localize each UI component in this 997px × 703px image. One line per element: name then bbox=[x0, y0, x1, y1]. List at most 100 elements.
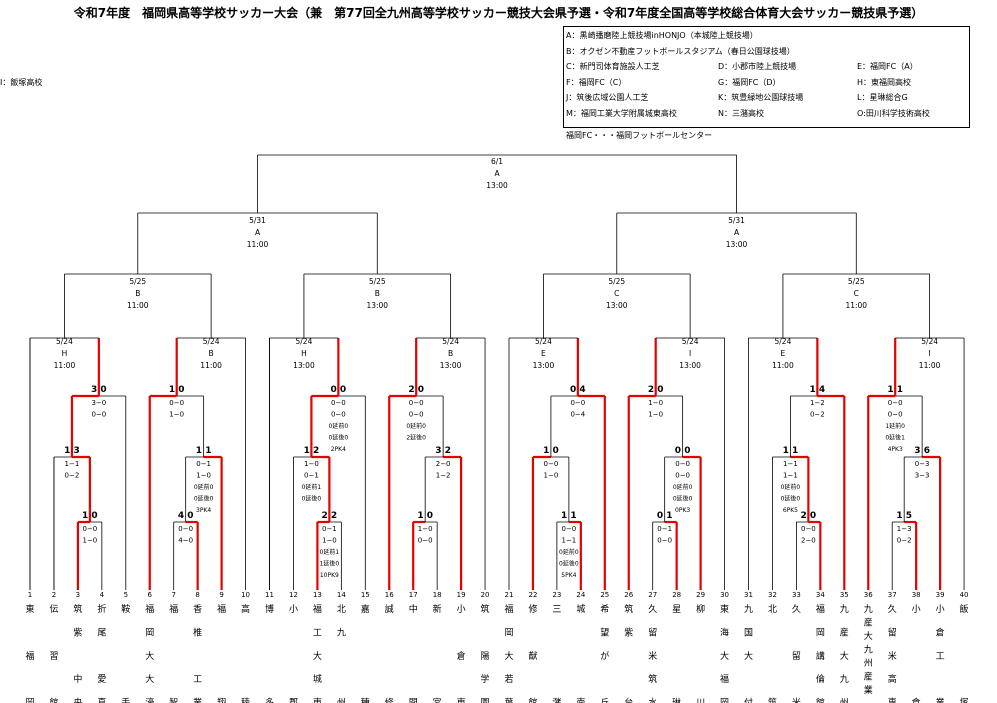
team-name-char: 北 bbox=[337, 604, 346, 615]
team-number: 35 bbox=[840, 591, 849, 599]
match-detail: 0−0 bbox=[169, 399, 184, 407]
team-name-char: 福 bbox=[720, 673, 729, 685]
team-name-char: 筑 bbox=[624, 603, 633, 615]
match-venue: I bbox=[929, 349, 931, 358]
match-detail: 1−0 bbox=[418, 525, 433, 533]
team-name-char: 希 bbox=[600, 603, 609, 615]
team-name-char: 折 bbox=[97, 603, 106, 615]
team-name-char: 福 bbox=[504, 603, 513, 615]
team-number: 10 bbox=[241, 591, 250, 599]
team-name-char: 大 bbox=[145, 673, 154, 685]
team-name-char: 産 bbox=[840, 626, 849, 638]
match-detail: 1−0 bbox=[82, 537, 97, 545]
venue-entry: A：黒崎播磨陸上競技場inHONJO（本城陸上競技場） bbox=[566, 31, 758, 40]
match-time: 11:00 bbox=[845, 301, 867, 310]
team-name-char: 福 bbox=[25, 650, 34, 662]
team-name-char: 工 bbox=[193, 675, 202, 685]
match-detail: 0延前1 bbox=[302, 483, 322, 491]
team-name-char: 久 bbox=[792, 603, 801, 615]
match-time: 13:00 bbox=[679, 361, 701, 370]
team-name-char: 望 bbox=[600, 626, 609, 638]
team-name-char: 筑 bbox=[481, 603, 490, 615]
team-name-char: 館 bbox=[49, 697, 58, 703]
team-name-char: 葉 bbox=[504, 697, 513, 703]
match-detail: 0−0 bbox=[544, 460, 559, 468]
team-name-char: 高 bbox=[241, 603, 250, 615]
team-name-char: 館 bbox=[528, 697, 537, 703]
team-name-char: 飯 bbox=[960, 603, 969, 615]
team-number: 15 bbox=[361, 591, 370, 599]
match-date: 5/24 bbox=[203, 337, 220, 346]
match-detail: 0−0 bbox=[82, 525, 97, 533]
team-number: 8 bbox=[195, 591, 199, 599]
match-detail: 0−0 bbox=[657, 537, 672, 545]
team-name-char: 園 bbox=[481, 698, 490, 703]
team-name-char: 水 bbox=[648, 697, 657, 703]
team-number: 39 bbox=[936, 591, 945, 599]
team-name-char: 智 bbox=[169, 697, 178, 703]
team-name-char: 福 bbox=[169, 603, 178, 615]
match-detail: 0延前1 bbox=[320, 548, 340, 556]
team-name-char: 紫 bbox=[73, 627, 82, 638]
match-date: 5/25 bbox=[369, 277, 386, 286]
team-name-char: 城 bbox=[313, 674, 322, 685]
venue-entry: G：福岡FC（D） bbox=[718, 77, 781, 87]
team-name-char: 倉 bbox=[912, 697, 921, 703]
team-name-char: 福 bbox=[145, 603, 154, 615]
match-venue: C bbox=[854, 289, 859, 298]
match-time: 13:00 bbox=[440, 361, 462, 370]
team-name-char: 愛 bbox=[97, 673, 106, 685]
match-venue: A bbox=[255, 228, 261, 237]
venue-entry: O:田川科学技術高校 bbox=[857, 108, 930, 118]
match-detail: 1−0 bbox=[304, 460, 319, 468]
match-detail: 1−0 bbox=[322, 537, 337, 545]
team-name-char: 米 bbox=[648, 650, 657, 662]
team-number: 6 bbox=[148, 591, 153, 599]
match-detail: 2延後0 bbox=[406, 434, 426, 442]
match-venue: B bbox=[209, 349, 214, 358]
team-name-char: 福 bbox=[816, 603, 825, 615]
match-time: 13:00 bbox=[486, 181, 508, 190]
match-detail: 0−1 bbox=[657, 525, 672, 533]
team-number: 38 bbox=[912, 591, 921, 599]
team-name-char: 北 bbox=[768, 604, 777, 615]
team-name-char: が bbox=[600, 650, 609, 662]
venue-entry: C：新門司体育施設人工芝 bbox=[566, 62, 660, 71]
team-number: 36 bbox=[864, 591, 873, 599]
team-name-char: 学 bbox=[481, 673, 490, 685]
match-date: 5/24 bbox=[775, 337, 792, 346]
match-detail: 4PK3 bbox=[888, 446, 903, 453]
team-name-char: 留 bbox=[888, 626, 897, 638]
team-name-char: 修 bbox=[528, 603, 537, 615]
match-detail: 0−4 bbox=[570, 411, 585, 419]
venue-entry: J：筑後広域公園人工芝 bbox=[566, 93, 649, 102]
team-number: 27 bbox=[648, 591, 657, 599]
team-name-char: 大 bbox=[313, 650, 322, 662]
team-number: 32 bbox=[768, 591, 777, 599]
match-date: 5/24 bbox=[921, 337, 938, 346]
team-number: 31 bbox=[744, 591, 753, 599]
match-detail: 0延前0 bbox=[406, 422, 426, 430]
team-name-char: 九 bbox=[337, 627, 346, 638]
page-title: 令和7年度 福岡県高等学校サッカー大会（兼 第77回全九州高等学校サッカー競技大… bbox=[73, 6, 924, 20]
venue-legend-box bbox=[563, 26, 970, 128]
team-name-char: 小 bbox=[912, 604, 921, 615]
team-name-char: 潴 bbox=[552, 698, 561, 703]
match-detail: 0−0 bbox=[570, 399, 585, 407]
team-name-char: 鞍 bbox=[121, 603, 130, 615]
match-detail: 0−0 bbox=[178, 525, 193, 533]
match-detail: 2−0 bbox=[801, 537, 816, 545]
match-detail: 2PK4 bbox=[331, 446, 346, 453]
team-name-char: 琳 bbox=[672, 697, 681, 703]
team-name-char: 州 bbox=[864, 658, 873, 669]
match-detail: 0−0 bbox=[561, 525, 576, 533]
team-name-char: 小 bbox=[457, 604, 466, 615]
match-detail: 0−1 bbox=[322, 525, 337, 533]
team-name-char: 小 bbox=[289, 604, 298, 615]
team-number: 16 bbox=[385, 591, 394, 599]
match-detail: 1−1 bbox=[561, 537, 576, 545]
team-name-char: 米 bbox=[888, 650, 897, 662]
team-name-char: 工 bbox=[313, 628, 322, 638]
match-detail: 1−2 bbox=[436, 472, 451, 480]
match-detail: 1−1 bbox=[783, 472, 798, 480]
